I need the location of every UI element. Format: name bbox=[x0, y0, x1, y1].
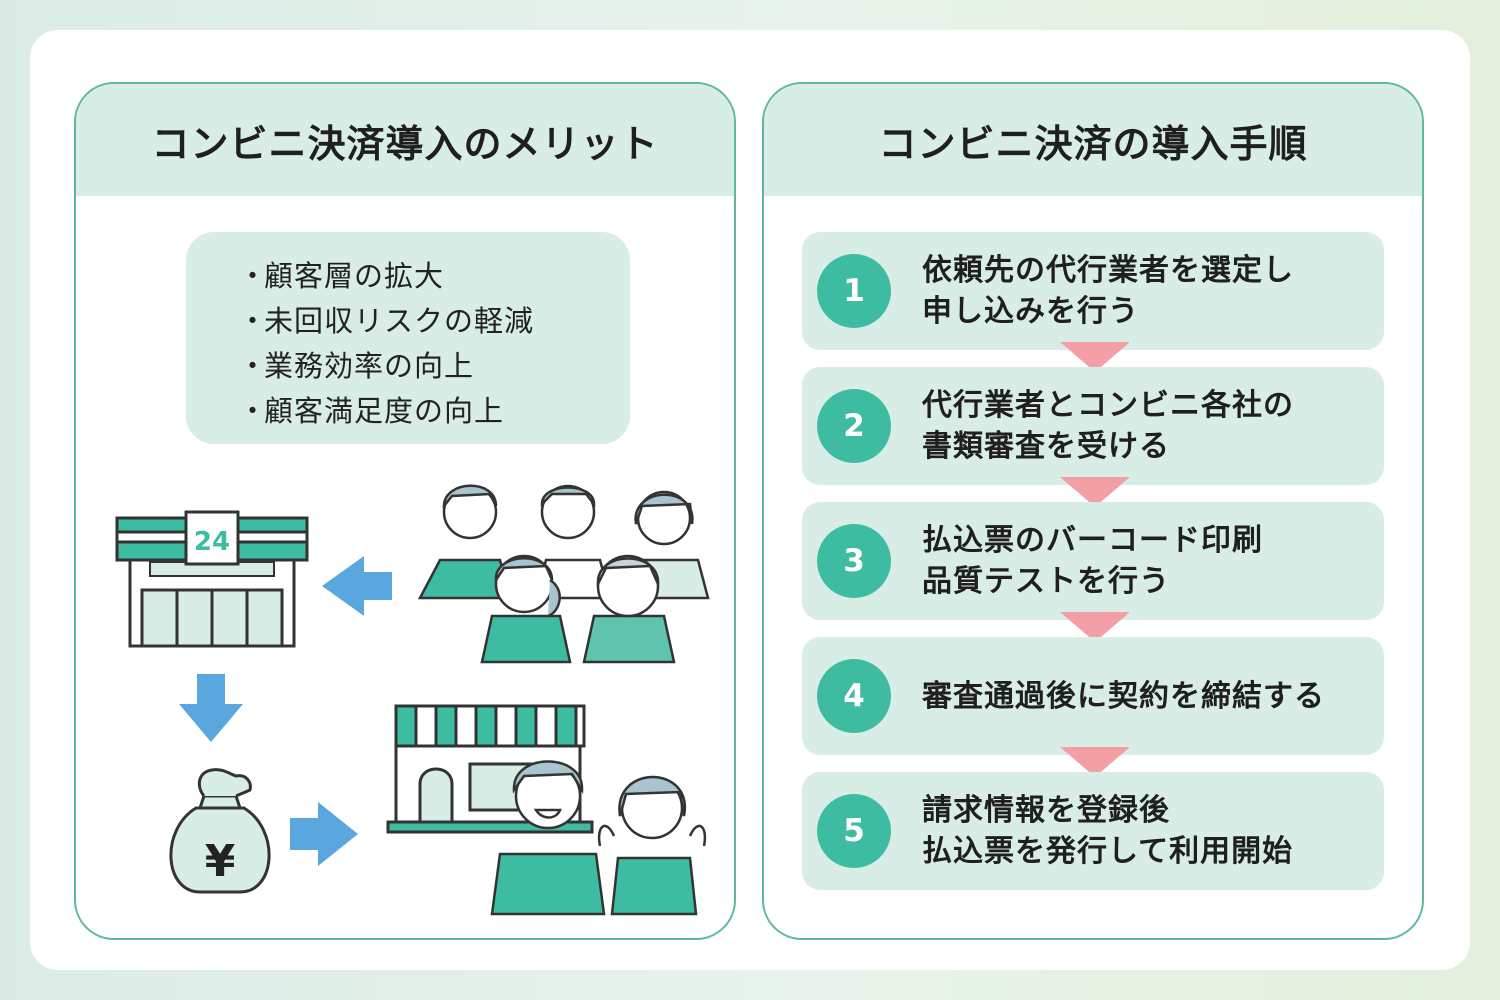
step-card: 5 請求情報を登録後 払込票を発行して利用開始 bbox=[802, 772, 1384, 890]
step-text: 依頼先の代行業者を選定し 申し込みを行う bbox=[922, 253, 1294, 329]
merits-list-box: ・顧客層の拡大 ・未回収リスクの軽減 ・業務効率の向上 ・顧客満足度の向上 bbox=[186, 232, 630, 444]
step-text: 審査通過後に契約を締結する bbox=[922, 678, 1325, 714]
customers-group-icon bbox=[417, 484, 710, 664]
merit-item: ・顧客層の拡大 bbox=[238, 259, 445, 293]
step-number-badge: 5 bbox=[817, 794, 891, 868]
step-card: 1 依頼先の代行業者を選定し 申し込みを行う bbox=[802, 232, 1384, 350]
shop-icon bbox=[386, 704, 594, 834]
arrow-left-icon bbox=[322, 556, 392, 616]
step-card: 2 代行業者とコンビニ各社の 書類審査を受ける bbox=[802, 367, 1384, 485]
store-sign-text: 24 bbox=[194, 527, 230, 557]
step-number-badge: 4 bbox=[817, 659, 891, 733]
step-text: 払込票のバーコード印刷 品質テストを行う bbox=[922, 523, 1263, 599]
merit-item: ・業務効率の向上 bbox=[238, 349, 475, 383]
merits-list: ・顧客層の拡大 ・未回収リスクの軽減 ・業務効率の向上 ・顧客満足度の向上 bbox=[186, 232, 630, 434]
step-number-badge: 2 bbox=[817, 389, 891, 463]
step-number-badge: 3 bbox=[817, 524, 891, 598]
convenience-store-icon: 24 bbox=[115, 510, 309, 648]
step-text: 代行業者とコンビニ各社の 書類審査を受ける bbox=[922, 388, 1294, 464]
merits-panel: コンビニ決済導入のメリット bbox=[74, 82, 736, 940]
yen-symbol: ¥ bbox=[205, 836, 236, 887]
step-card: 4 審査通過後に契約を締結する bbox=[802, 637, 1384, 755]
shop-staff-icon bbox=[490, 760, 707, 916]
step-text: 請求情報を登録後 払込票を発行して利用開始 bbox=[922, 793, 1294, 869]
step-number-badge: 1 bbox=[817, 254, 891, 328]
merits-panel-title: コンビニ決済導入のメリット bbox=[76, 84, 734, 196]
merit-item: ・顧客満足度の向上 bbox=[238, 394, 505, 428]
steps-panel-title: コンビニ決済の導入手順 bbox=[764, 84, 1422, 196]
arrow-down-icon bbox=[179, 674, 243, 742]
money-bag-icon: ¥ bbox=[169, 768, 271, 894]
merit-item: ・未回収リスクの軽減 bbox=[238, 304, 535, 338]
step-card: 3 払込票のバーコード印刷 品質テストを行う bbox=[802, 502, 1384, 620]
arrow-right-icon bbox=[290, 802, 358, 866]
